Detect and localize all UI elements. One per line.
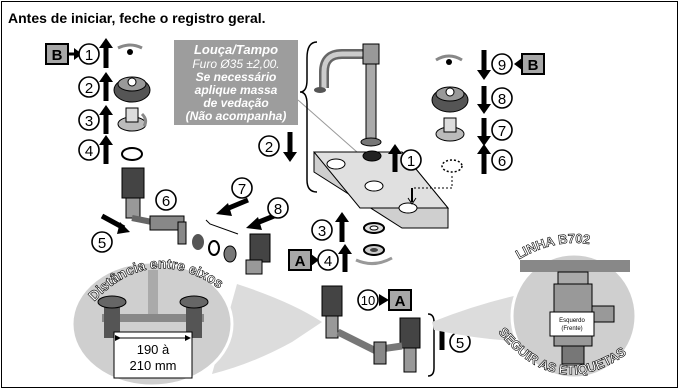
inset-right: Esquerdo (Frente) LINHA B702 SEGUIR AS E… — [495, 231, 638, 380]
step-mid-6: 6 — [155, 189, 177, 211]
svg-text:1: 1 — [85, 47, 93, 64]
screw-cap-right — [435, 54, 463, 65]
badge-b-right: B — [514, 53, 545, 75]
deck-plate — [312, 150, 450, 229]
step-left-1: 1 — [78, 38, 113, 68]
svg-text:1: 1 — [407, 153, 415, 170]
bracket-center — [299, 41, 318, 193]
step-bottom-4: 4 — [317, 244, 352, 272]
bracket-bottom — [427, 313, 435, 377]
step-right-6: 6 — [477, 144, 513, 174]
svg-text:2: 2 — [265, 139, 273, 156]
spout — [314, 43, 382, 147]
page-title: Antes de iniciar, feche o registro geral… — [8, 10, 266, 26]
step-mid-8: 8 — [246, 197, 289, 230]
svg-text:9: 9 — [498, 57, 506, 74]
svg-text:(Não acompanha): (Não acompanha) — [186, 109, 287, 123]
svg-text:5: 5 — [98, 235, 106, 252]
step-bottom-5: 5 — [435, 320, 471, 353]
step-mid-5: 5 — [91, 213, 130, 253]
washer-bottom-3 — [363, 222, 385, 234]
svg-text:6: 6 — [162, 193, 170, 210]
step-right-9: 9 — [477, 50, 513, 80]
svg-text:190 à: 190 à — [137, 342, 170, 357]
svg-text:Furo Ø35 ±2,00.: Furo Ø35 ±2,00. — [192, 57, 279, 71]
tee-fitting — [149, 215, 237, 263]
svg-text:2: 2 — [85, 80, 93, 97]
svg-text:Se necessário: Se necessário — [196, 70, 277, 84]
svg-text:5: 5 — [456, 335, 464, 352]
inset-left-callout — [212, 284, 322, 374]
svg-text:Louça/Tampo: Louça/Tampo — [194, 42, 278, 57]
svg-text:6: 6 — [498, 153, 506, 170]
step-center-2: 2 — [258, 132, 297, 162]
handle-knob-left — [113, 76, 151, 103]
step-left-2: 2 — [78, 72, 113, 101]
svg-text:8: 8 — [498, 91, 506, 108]
svg-text:4: 4 — [85, 143, 93, 160]
cap-nut-left — [117, 107, 148, 132]
ring-left — [121, 147, 143, 161]
svg-text:7: 7 — [238, 181, 246, 198]
cap-nut-right — [435, 117, 465, 142]
dotted-guide — [414, 159, 463, 189]
step-right-7: 7 — [477, 118, 513, 146]
valve-body-left — [121, 167, 153, 225]
svg-text:B: B — [52, 47, 63, 64]
step-left-3: 3 — [78, 105, 113, 134]
lower-valve-right — [336, 317, 421, 373]
svg-text:B: B — [528, 57, 539, 74]
valve-body-right — [245, 233, 271, 275]
step-bottom-3: 3 — [311, 212, 349, 242]
note-panel: Louça/Tampo Furo Ø35 ±2,00. Se necessári… — [174, 40, 358, 153]
screw-cap-left — [117, 43, 143, 55]
washer-bottom-4 — [355, 244, 393, 265]
step-center-1: 1 — [388, 144, 422, 172]
step-mid-7: 7 — [205, 177, 253, 235]
step-bottom-10: 10 — [357, 289, 389, 311]
svg-text:3: 3 — [318, 223, 326, 240]
handle-knob-right — [431, 86, 469, 113]
svg-text:A: A — [395, 293, 406, 310]
step-right-8: 8 — [477, 86, 513, 114]
svg-text:4: 4 — [324, 253, 332, 270]
inset-left: 190 à 210 mm Distância entre eixos — [70, 255, 234, 387]
svg-text:3: 3 — [85, 113, 93, 130]
svg-text:Esquerdo: Esquerdo — [559, 318, 585, 324]
svg-text:de vedação: de vedação — [203, 96, 268, 110]
svg-text:8: 8 — [274, 201, 282, 218]
badge-a-left: A — [288, 249, 319, 271]
svg-text:210 mm: 210 mm — [130, 358, 177, 373]
step-left-4: 4 — [78, 135, 113, 164]
lower-valve-left — [321, 285, 343, 339]
badge-b-left: B — [45, 43, 82, 65]
svg-text:A: A — [295, 253, 306, 270]
svg-text:7: 7 — [498, 123, 506, 140]
svg-text:(Frente): (Frente) — [561, 326, 582, 332]
svg-text:10: 10 — [361, 293, 375, 308]
svg-text:aplique massa: aplique massa — [195, 83, 278, 97]
badge-a-right: A — [388, 289, 412, 311]
